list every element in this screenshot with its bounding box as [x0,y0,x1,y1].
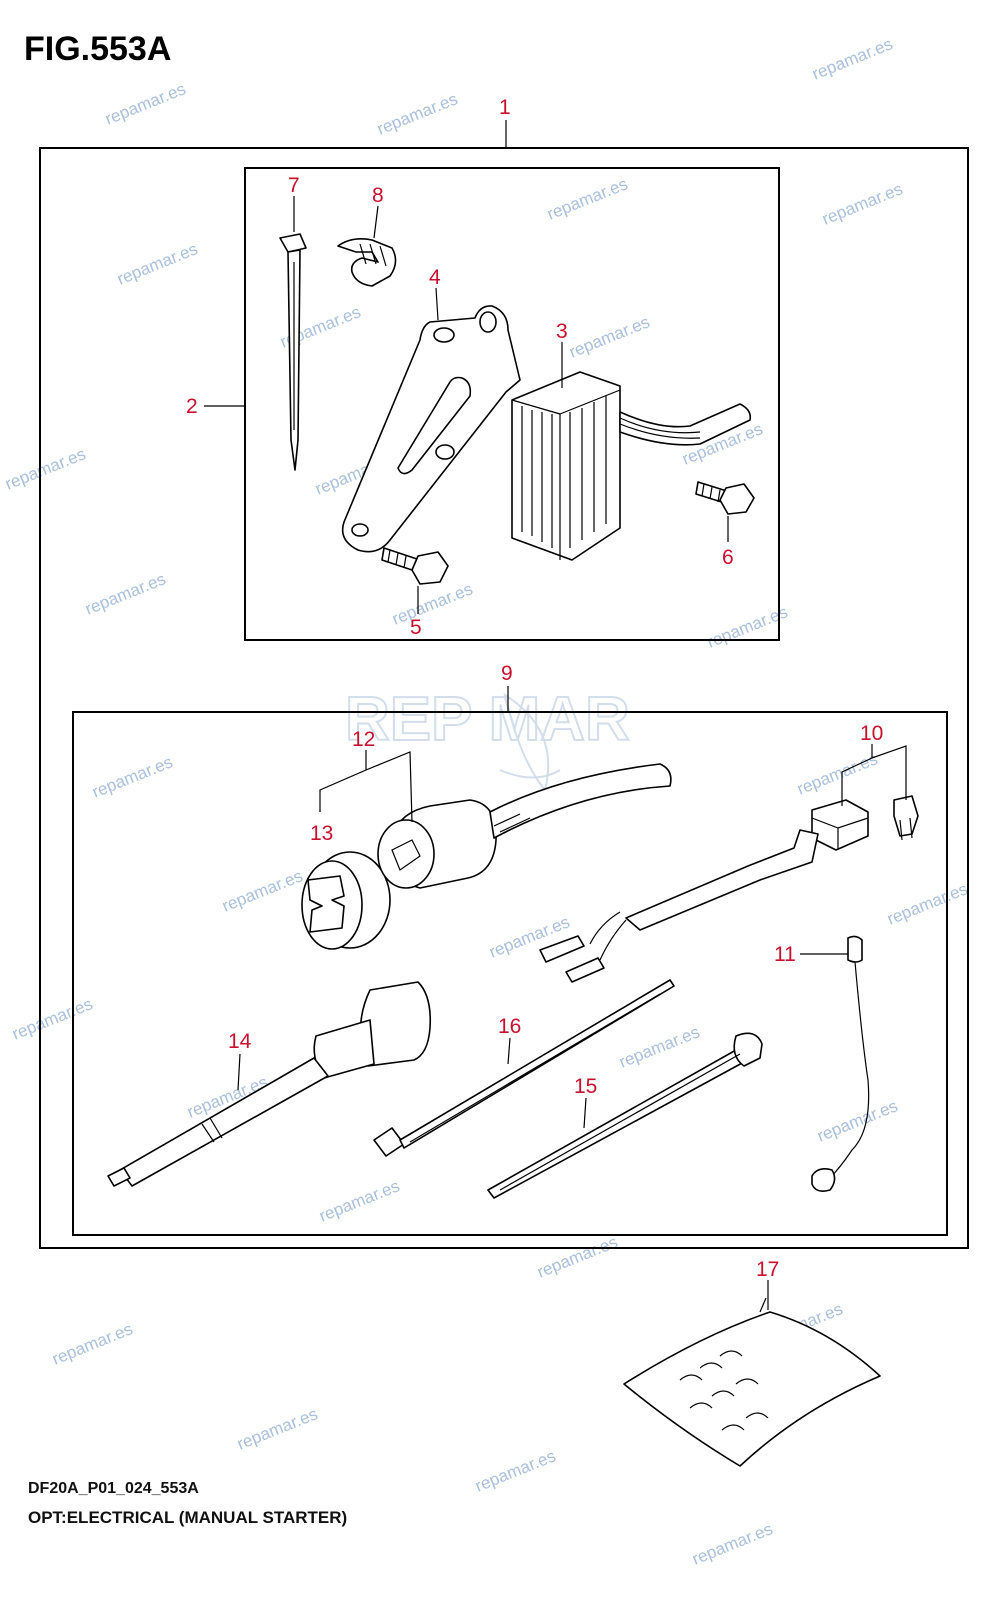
bolt-5 [381,547,449,585]
rectifier-regulator-3 [511,371,752,561]
watermark: repamar.es [472,1446,558,1495]
outer-frame [39,147,969,1249]
callout-10: 10 [860,722,883,745]
watermark: repamar.es [102,79,188,128]
watermark-logo: REP MAR [344,684,631,793]
lower-subassembly-frame [72,711,948,1236]
upper-subassembly-frame [244,167,780,641]
watermark: repamar.es [534,1232,620,1281]
cap-13 [301,851,391,950]
bracket-4 [341,305,521,553]
callout-14: 14 [228,1030,252,1053]
callout-13: 13 [310,822,333,845]
watermark: repamar.es [89,752,175,801]
hardware-bag-17 [623,1297,881,1467]
cable-tie-15 [487,1032,763,1199]
watermark: repamar.es [389,579,475,628]
watermark: repamar.es [82,569,168,618]
callout-11: 11 [774,943,796,966]
watermark: repamar.es [2,444,88,493]
callout-3: 3 [556,320,568,343]
callout-17: 17 [756,1258,779,1281]
socket-12 [377,763,672,889]
callout-4: 4 [429,266,441,289]
watermark: repamar.es [566,312,652,361]
callout-15: 15 [574,1075,597,1098]
watermark: repamar.es [884,879,970,928]
watermark: repamar.es [544,174,630,223]
watermark: repamar.es [819,179,905,228]
leader-lines [204,120,907,1310]
connector-10 [539,795,919,983]
watermark: repamar.es [114,239,200,288]
cable-tie-16 [373,979,675,1157]
ground-lead-11 [811,935,870,1192]
watermark: repamar.es [234,1404,320,1453]
callout-7: 7 [288,174,300,197]
watermark: repamar.es [794,749,880,798]
wire-harness-14 [107,981,432,1187]
callout-9: 9 [501,662,513,685]
clamp-8 [337,238,397,287]
cable-tie-7 [279,233,307,471]
watermark: repamar.es [616,1022,702,1071]
watermark: repamar.es [814,1096,900,1145]
callout-12: 12 [352,728,375,751]
bolt-6 [695,481,755,515]
callout-8: 8 [372,184,384,207]
watermark: repamar.es [689,1519,775,1568]
diagram-code: DF20A_P01_024_553A [28,1480,199,1497]
watermark: repamar.es [374,89,460,138]
callout-1: 1 [499,96,511,119]
watermark: repamar.es [316,1176,402,1225]
watermark: repamar.es [49,1319,135,1368]
figure-title: FIG.553A [24,30,172,68]
callout-16: 16 [498,1015,521,1038]
watermark: repamar.es [809,34,895,83]
watermark-logo-text: REP MAR [345,685,630,754]
callout-6: 6 [722,546,734,569]
callout-5: 5 [410,616,422,639]
diagram-description: OPT:ELECTRICAL (MANUAL STARTER) [28,1508,348,1527]
watermark: repamar.es [9,994,95,1043]
watermark: repamar.es [219,866,305,915]
callout-2: 2 [186,395,198,418]
callout-labels: 1 2 3 4 5 6 7 8 9 10 11 12 13 14 15 16 1… [186,96,883,1281]
watermark: repamar.es [704,602,790,651]
